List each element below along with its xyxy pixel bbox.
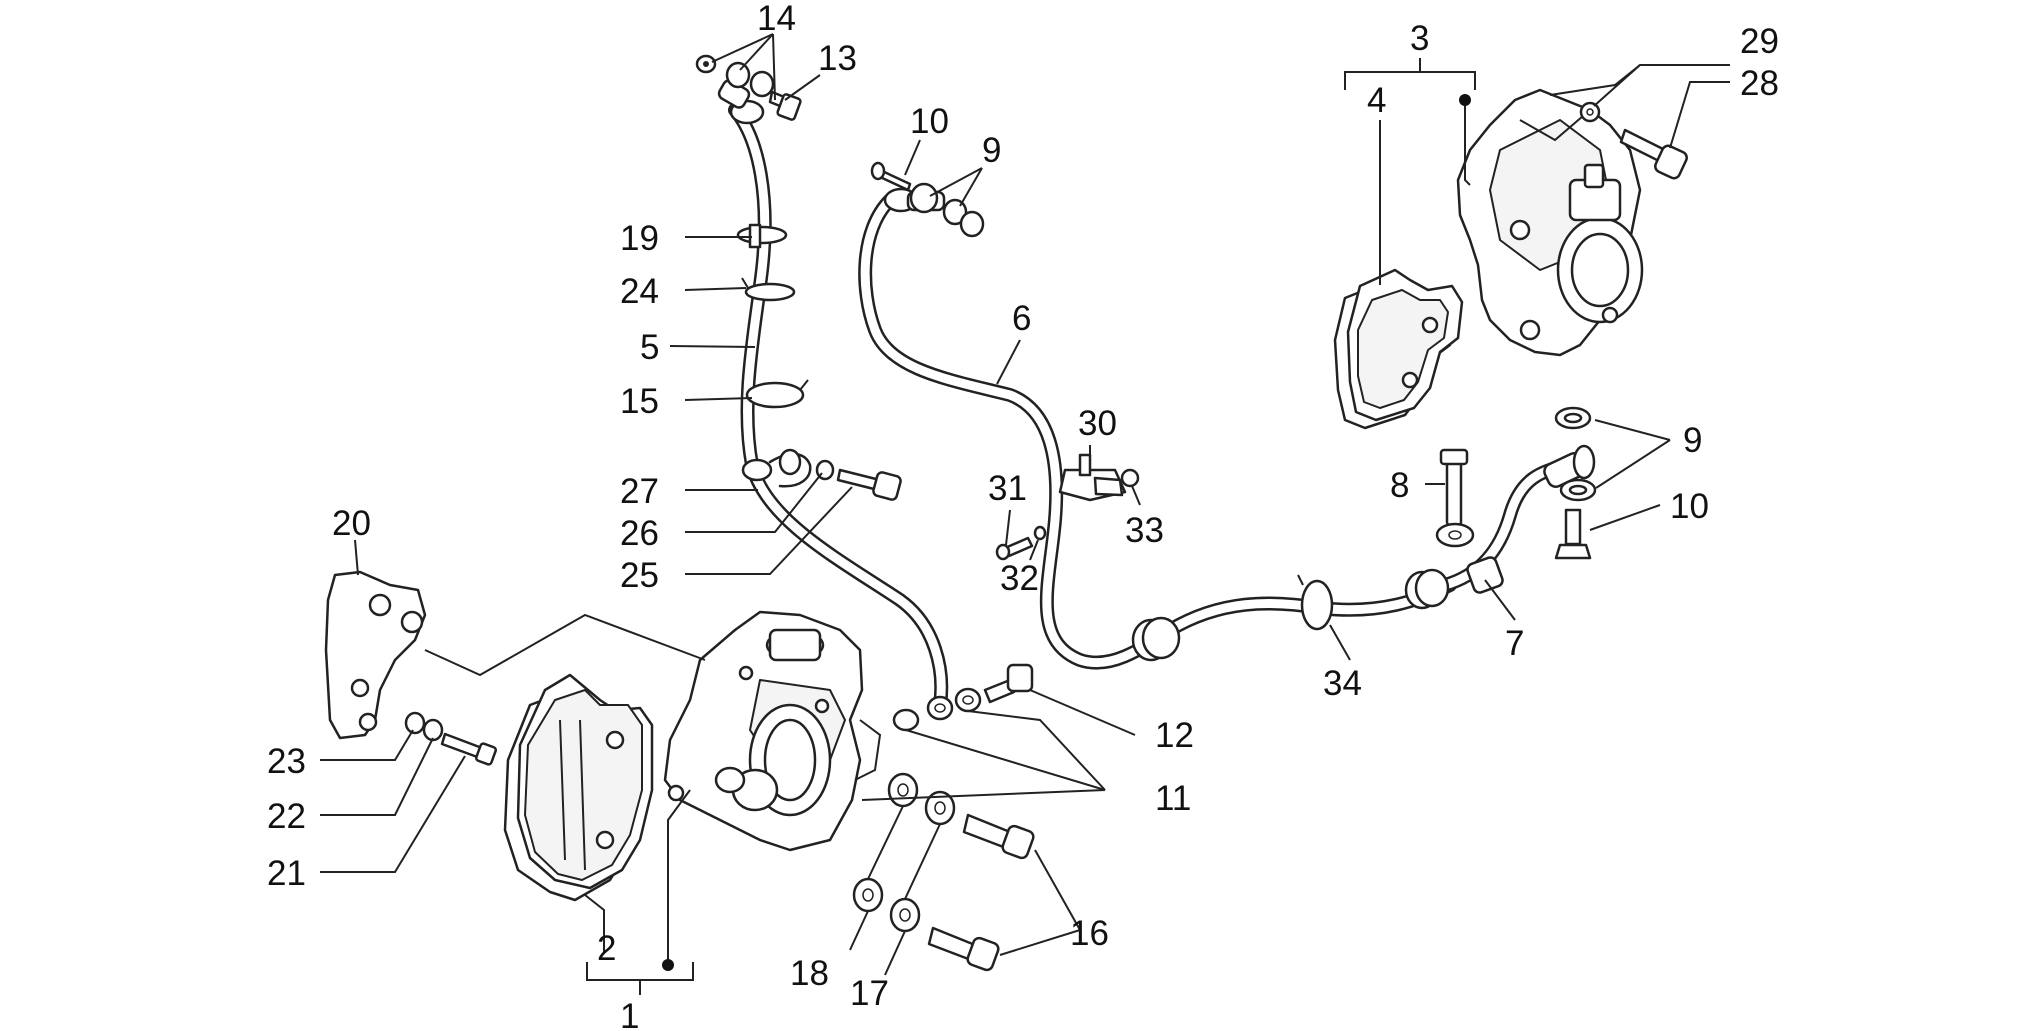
label-32: 32 xyxy=(1000,559,1039,598)
label-24: 24 xyxy=(620,272,659,311)
label-13: 13 xyxy=(818,39,857,78)
caliper-bracket-20 xyxy=(324,570,427,740)
label-1: 1 xyxy=(620,997,639,1031)
label-8: 8 xyxy=(1390,466,1409,505)
leader-lines xyxy=(320,33,1730,995)
label-26: 26 xyxy=(620,514,659,553)
label-34: 34 xyxy=(1323,664,1362,703)
brake-pads-2 xyxy=(503,673,654,902)
brake-hose-6 xyxy=(858,193,1457,670)
label-33: 33 xyxy=(1125,511,1164,550)
label-10-top: 10 xyxy=(910,102,949,141)
hose-bracket-30 xyxy=(995,453,1140,561)
label-7: 7 xyxy=(1505,624,1524,663)
label-27: 27 xyxy=(620,472,659,511)
label-3: 3 xyxy=(1410,19,1429,58)
label-5: 5 xyxy=(640,328,659,367)
label-21: 21 xyxy=(267,854,306,893)
hose-clamps xyxy=(736,223,1334,631)
label-9-top: 9 xyxy=(982,131,1001,170)
label-4: 4 xyxy=(1367,81,1386,120)
bolt-set-16-17-18 xyxy=(852,772,1035,972)
label-20: 20 xyxy=(332,504,371,543)
label-14: 14 xyxy=(757,0,796,38)
label-23: 23 xyxy=(267,742,306,781)
label-12: 12 xyxy=(1155,716,1194,755)
bolt-set-21-22-23 xyxy=(404,711,498,766)
label-9-right: 9 xyxy=(1683,421,1702,460)
label-15: 15 xyxy=(620,382,659,421)
label-29: 29 xyxy=(1740,22,1779,61)
assembly-dot-3 xyxy=(1459,94,1471,106)
label-31: 31 xyxy=(988,469,1027,508)
part-number-labels: 14 13 10 9 19 24 5 15 6 27 26 25 30 31 3… xyxy=(267,0,1779,1031)
bolt-set-11-12 xyxy=(892,663,1034,732)
label-16: 16 xyxy=(1070,914,1109,953)
bolt-set-28-29 xyxy=(1579,101,1688,180)
label-11: 11 xyxy=(1155,779,1191,818)
bolt-set-25-26-27 xyxy=(778,448,902,501)
label-19: 19 xyxy=(620,219,659,258)
banjo-bolt-set-13-14 xyxy=(695,54,802,121)
front-caliper-assembly xyxy=(663,610,882,852)
assembly-dot-1 xyxy=(662,959,674,971)
label-30: 30 xyxy=(1078,404,1117,443)
label-6: 6 xyxy=(1012,299,1031,338)
label-2: 2 xyxy=(597,929,616,968)
label-10-right: 10 xyxy=(1670,487,1709,526)
label-28: 28 xyxy=(1740,64,1779,103)
rear-caliper-assembly xyxy=(1456,88,1644,357)
label-25: 25 xyxy=(620,556,659,595)
brake-pads-4 xyxy=(1333,268,1464,430)
label-18: 18 xyxy=(790,954,829,993)
label-17: 17 xyxy=(850,974,889,1013)
label-22: 22 xyxy=(267,797,306,836)
banjo-bolt-set-8-9-10-right xyxy=(1435,406,1597,560)
